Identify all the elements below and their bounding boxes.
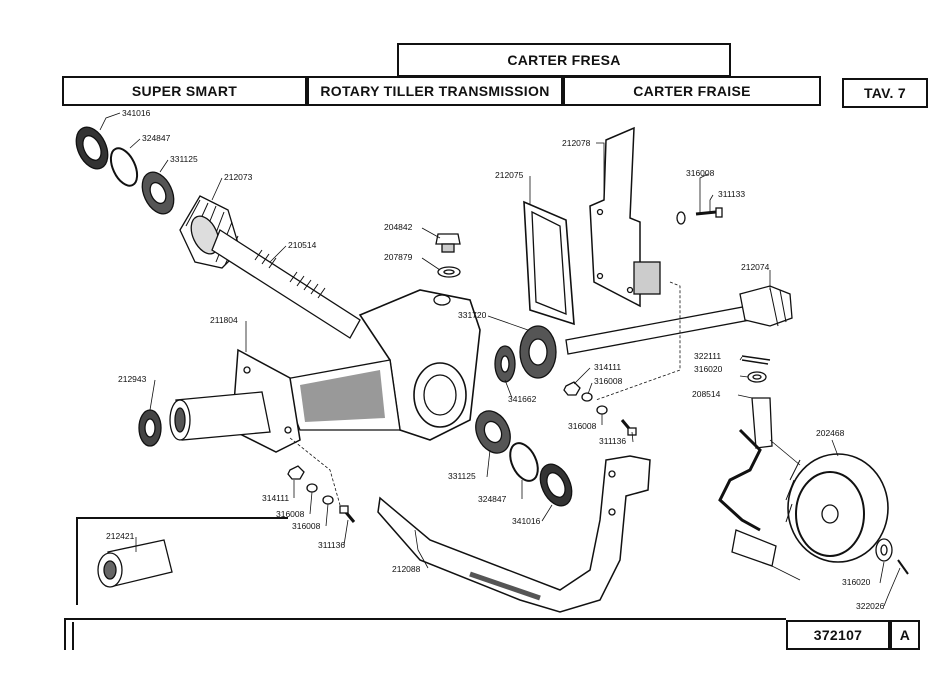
nut-314111-right <box>563 381 581 396</box>
label-211804: 211804 <box>210 315 238 325</box>
screw-311136-left <box>339 505 356 523</box>
label-331720: 331720 <box>458 310 487 320</box>
washer-316020-a <box>747 371 767 383</box>
label-324847-top: 324847 <box>142 133 171 143</box>
label-331125-low: 331125 <box>448 471 476 481</box>
output-tube <box>169 391 271 441</box>
pin-322111 <box>741 355 771 365</box>
footer-drawing-code: 372107 <box>786 620 890 650</box>
plug-204842 <box>435 233 461 253</box>
circlip-324847-low <box>509 442 539 482</box>
header-table-number: TAV. 7 <box>842 78 928 108</box>
label-212074: 212074 <box>741 262 770 272</box>
support-arm-212088 <box>377 455 651 613</box>
label-322026: 322026 <box>856 601 885 611</box>
label-316020-a: 316020 <box>694 364 723 374</box>
label-316008-left-1: 316008 <box>276 509 305 519</box>
washer-316008-right-1 <box>581 392 593 402</box>
label-316008-right-2: 316008 <box>568 421 597 431</box>
label-316020-b: 316020 <box>842 577 871 587</box>
label-202468: 202468 <box>816 428 845 438</box>
header-carter-fresa: CARTER FRESA <box>397 43 731 77</box>
footer-bar <box>64 618 786 650</box>
header-carter-fraise: CARTER FRAISE <box>563 76 821 106</box>
footer-revision: A <box>890 620 920 650</box>
pin-322026 <box>897 559 909 575</box>
label-311133: 311133 <box>718 189 745 199</box>
label-208514: 208514 <box>692 389 721 399</box>
gearbox-housing <box>279 289 481 441</box>
shaft-210514 <box>211 229 361 339</box>
nut-314111-left <box>287 465 305 480</box>
header-rotary-tiller-transmission: ROTARY TILLER TRANSMISSION <box>307 76 563 106</box>
header-super-smart: SUPER SMART <box>62 76 307 106</box>
leader-lines <box>99 112 901 607</box>
bearing-212943 <box>138 409 162 447</box>
label-341016-top: 341016 <box>122 108 151 118</box>
label-324847-low: 324847 <box>478 494 507 504</box>
washer-316008-left-1 <box>306 483 318 493</box>
cover-212078 <box>589 126 661 308</box>
screw-311133 <box>695 207 723 218</box>
label-316008-right-1: 316008 <box>594 376 623 386</box>
label-316008-left-2: 316008 <box>292 521 321 531</box>
label-212088: 212088 <box>392 564 421 574</box>
screw-311136-right <box>620 419 637 436</box>
label-314111-left: 314111 <box>262 493 289 503</box>
bearing-331125-low <box>475 410 511 454</box>
bracket-208514 <box>718 397 777 567</box>
seal-341662 <box>494 345 516 383</box>
label-314111-right: 314111 <box>594 362 621 372</box>
label-212078: 212078 <box>562 138 591 148</box>
inset-frame <box>76 517 288 605</box>
label-341016-low: 341016 <box>512 516 541 526</box>
label-212073: 212073 <box>224 172 253 182</box>
bearing-331720 <box>519 325 557 379</box>
bushing-212421 <box>97 539 173 588</box>
label-311136-left: 311136 <box>318 540 345 550</box>
bearing-331125-top <box>141 171 175 215</box>
seal-341016-low <box>539 463 573 507</box>
washer-316008-top <box>676 211 686 225</box>
shaft-212074 <box>565 285 793 355</box>
label-204842: 204842 <box>384 222 413 232</box>
washer-316020-b <box>875 538 893 562</box>
part-labels: 341016 324847 331125 212073 210514 20484… <box>106 108 885 611</box>
washer-316008-right-2 <box>596 405 608 415</box>
bearing-341016-top <box>75 126 109 170</box>
label-322111: 322111 <box>694 351 721 361</box>
label-331125-top: 331125 <box>170 154 198 164</box>
wheel-202468 <box>785 453 889 563</box>
circlip-324847-top <box>109 147 139 187</box>
label-212421: 212421 <box>106 531 135 541</box>
washer-316008-left-2 <box>322 495 334 505</box>
label-212075: 212075 <box>495 170 524 180</box>
label-212943: 212943 <box>118 374 147 384</box>
gasket-212075 <box>523 200 575 326</box>
label-316008-top: 316008 <box>686 168 715 178</box>
label-207879: 207879 <box>384 252 413 262</box>
label-210514: 210514 <box>288 240 317 250</box>
washer-207879 <box>437 266 461 278</box>
label-341662: 341662 <box>508 394 537 404</box>
label-311136-right: 311136 <box>599 436 626 446</box>
bevel-gear-212073 <box>179 195 241 269</box>
